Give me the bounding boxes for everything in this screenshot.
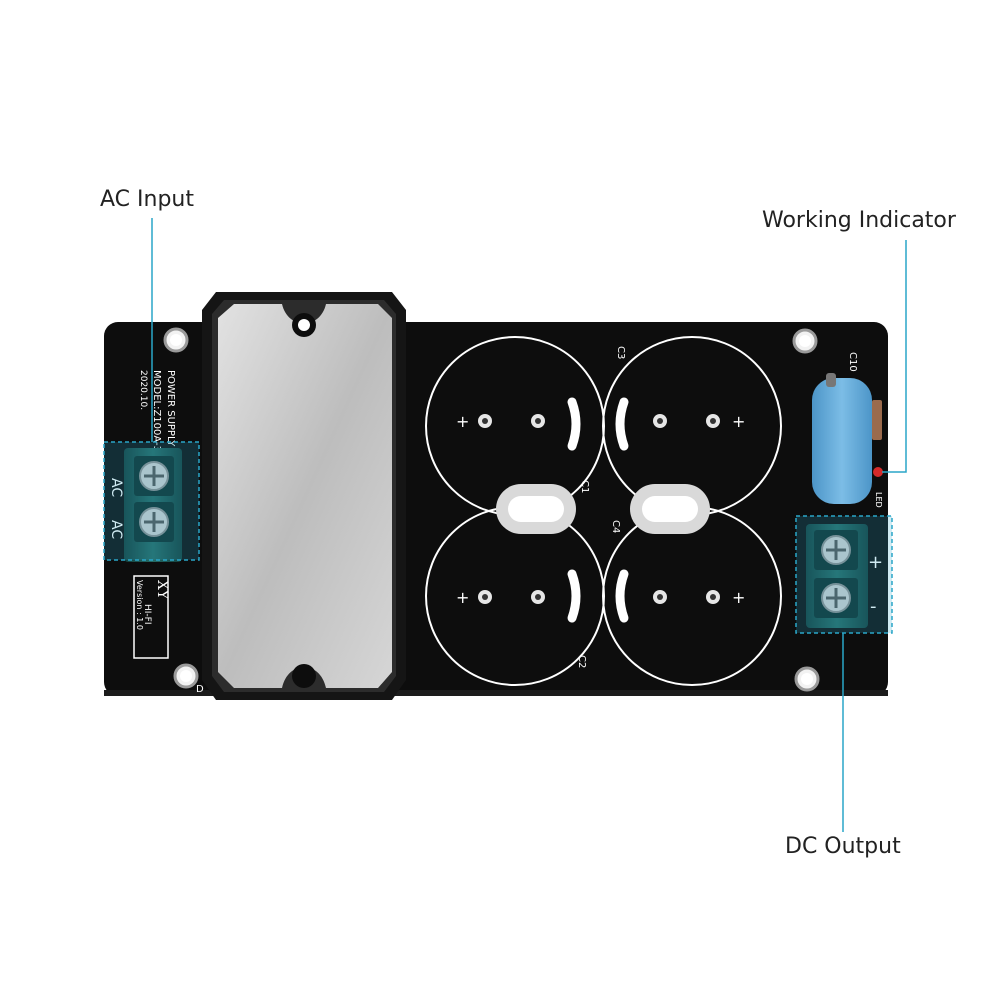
hifi-text: HI-FI bbox=[142, 604, 152, 625]
plus-sign: + bbox=[732, 412, 745, 431]
version-text: Version : 1.0 bbox=[135, 580, 144, 630]
c1-designator: C1 bbox=[579, 480, 590, 493]
led-designator: LED bbox=[874, 492, 883, 508]
c3-designator: C3 bbox=[615, 346, 626, 359]
silkscreen-title: POWER SUPPLY bbox=[165, 370, 176, 447]
plus-sign: + bbox=[732, 588, 745, 607]
ac-input-terminal bbox=[124, 448, 182, 562]
heatsink-plate bbox=[202, 292, 406, 700]
capacitor-pads bbox=[478, 414, 720, 604]
dc-plus-mark: + bbox=[868, 552, 883, 573]
ac-bottom-mark: AC bbox=[108, 520, 124, 539]
dc-output-terminal: + - bbox=[806, 524, 883, 628]
callout-lines bbox=[151, 218, 907, 832]
c10-film-capacitor: C10 LED bbox=[812, 352, 883, 508]
logo-text: XY bbox=[154, 580, 170, 600]
ac-input-highlight-box bbox=[103, 441, 200, 561]
c10-designator: C10 bbox=[847, 352, 858, 372]
working-indicator-label: Working Indicator bbox=[762, 208, 956, 233]
xy-logo: XY HI-FI Version : 1.0 bbox=[133, 575, 170, 659]
polarity-signs: + + + + bbox=[456, 412, 745, 607]
working-indicator-callout-line bbox=[882, 240, 907, 473]
mounting-slots bbox=[496, 484, 710, 534]
dc-output-label: DC Output bbox=[785, 834, 901, 859]
polarity-stripes bbox=[567, 397, 629, 623]
silkscreen-date: 2020.10. bbox=[138, 370, 148, 410]
c4-designator: C4 bbox=[610, 520, 621, 533]
plus-sign: + bbox=[456, 412, 469, 431]
dc-minus-mark: - bbox=[870, 596, 877, 617]
ac-input-label: AC Input bbox=[100, 187, 194, 212]
c2-designator: C2 bbox=[576, 655, 587, 668]
d-mark: D bbox=[196, 684, 204, 695]
pcb-shadow bbox=[104, 690, 888, 696]
ac-top-mark: AC bbox=[108, 478, 124, 497]
mounting-holes bbox=[163, 327, 820, 692]
plus-sign: + bbox=[456, 588, 469, 607]
silkscreen-model: MODEL:Z100A-3 bbox=[151, 370, 162, 452]
dc-output-highlight-box bbox=[795, 515, 893, 634]
